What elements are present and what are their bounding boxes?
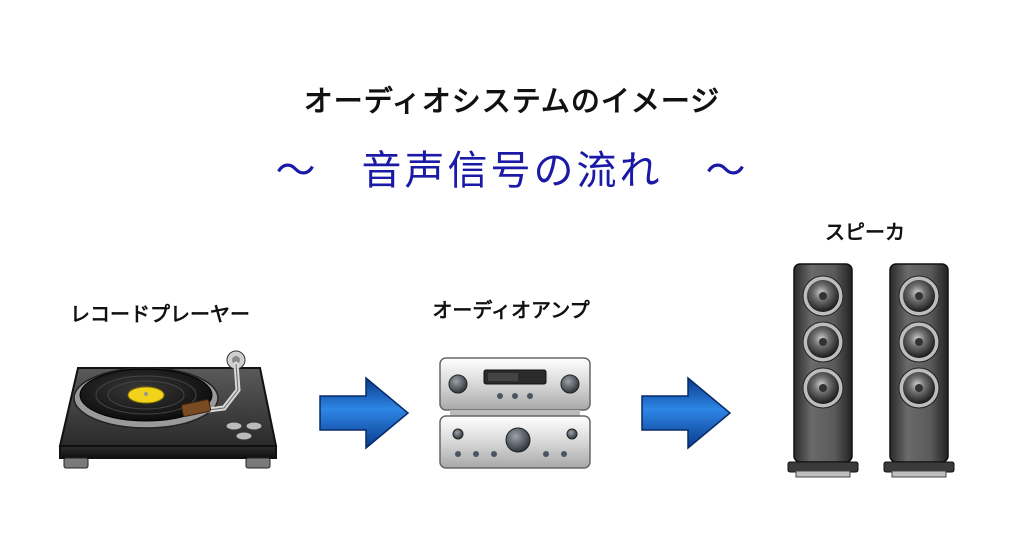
amplifier-icon — [439, 357, 591, 469]
amplifier-label: オーディオアンプ — [432, 298, 590, 322]
turntable-label: レコードプレーヤー — [70, 302, 250, 326]
speaker-icon — [787, 263, 859, 478]
page-subtitle: ～ 音声信号の流れ ～ — [275, 148, 749, 194]
page-title: オーディオシステムのイメージ — [303, 84, 721, 118]
arrow-right-icon — [641, 376, 732, 450]
speaker-label: スピーカ — [825, 220, 905, 244]
speaker-icon — [883, 263, 955, 478]
arrow-right-icon — [319, 376, 410, 450]
turntable-icon — [58, 350, 278, 469]
